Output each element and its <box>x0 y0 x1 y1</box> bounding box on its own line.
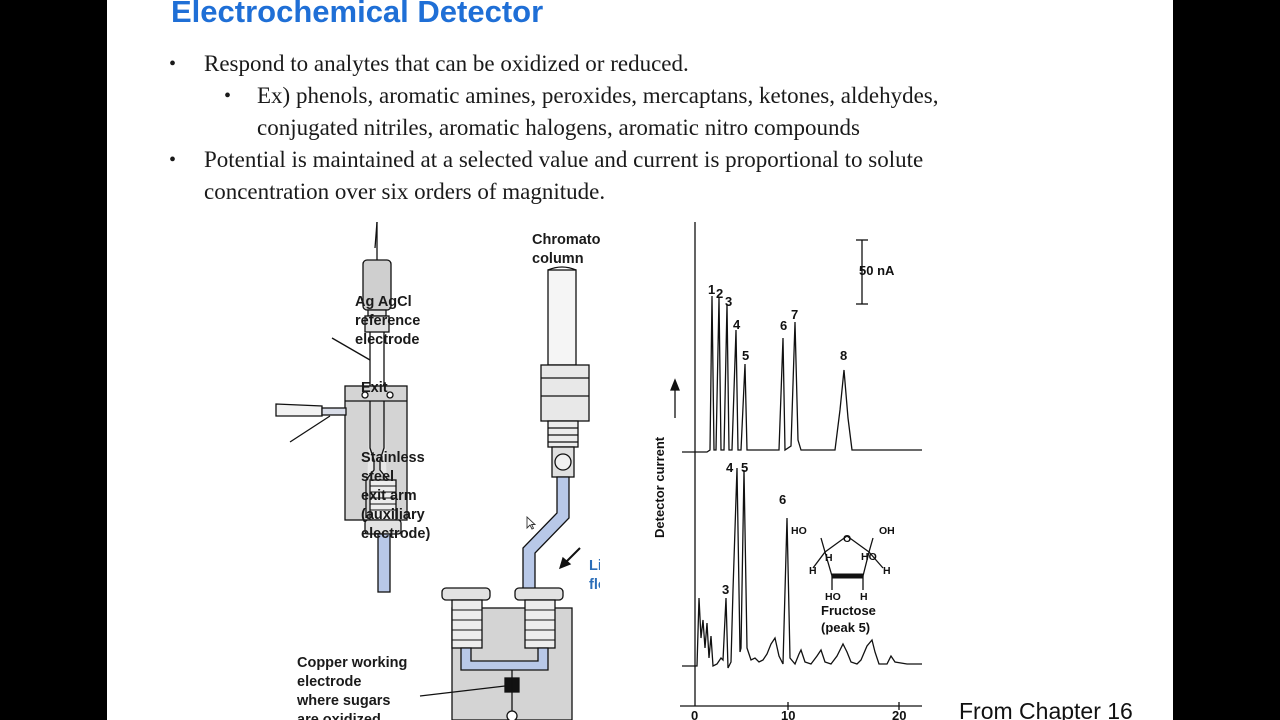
column-label: Chromatography <box>532 232 600 248</box>
bullet-dot: • <box>169 149 177 171</box>
fructose-note: (peak 5) <box>821 620 870 635</box>
reference-label: reference <box>355 313 420 329</box>
peak-label: 4 <box>733 317 741 332</box>
fructose-atom: HO <box>861 551 877 563</box>
bullet-list: • Respond to analytes that can be oxidiz… <box>167 48 1127 208</box>
copper-electrode-label: where sugars <box>296 693 391 709</box>
slide-title: Electrochemical Detector <box>171 0 544 29</box>
peak-label: 6 <box>779 492 786 507</box>
scale-label: 50 nA <box>859 263 895 278</box>
x-tick-label: 20 <box>892 708 906 720</box>
exit-arm-label: electrode) <box>361 526 430 542</box>
peak-label: 3 <box>725 294 732 309</box>
peak-label: 4 <box>726 460 734 475</box>
fructose-atom: H <box>809 565 817 577</box>
bullet-item: • Potential is maintained at a selected … <box>167 144 1127 208</box>
bullet-text: Respond to analytes that can be oxidized… <box>204 51 689 76</box>
fructose-atom: HO <box>825 591 841 603</box>
exit-arm-label: Stainless <box>361 450 425 466</box>
peak-label: 5 <box>741 460 748 475</box>
x-tick-label: 0 <box>691 708 698 720</box>
exit-label: Exit <box>361 380 388 396</box>
fructose-name: Fructose <box>821 603 876 618</box>
reference-label: Ag AgCl <box>355 294 412 310</box>
exit-arm-label: exit arm <box>361 488 417 504</box>
y-axis-label: Detector current <box>652 436 667 538</box>
peak-label: 6 <box>780 318 787 333</box>
bullet-item: • Respond to analytes that can be oxidiz… <box>167 48 1127 80</box>
exit-arm-label: steel <box>361 469 394 485</box>
peak-label: 5 <box>742 348 749 363</box>
copper-electrode-label: electrode <box>297 674 361 690</box>
detector-apparatus-diagram: Chromatography column Ag AgCl reference … <box>275 221 600 720</box>
slide: Electrochemical Detector • Respond to an… <box>107 0 1173 720</box>
chromatogram: 50 nA Detector current 1 2 3 4 5 6 7 8 3… <box>652 222 922 720</box>
exit-arm-label: (auxiliary <box>361 507 425 523</box>
peak-label: 1 <box>708 282 715 297</box>
copper-electrode-label: are oxidized <box>297 712 381 720</box>
peak-label: 8 <box>840 348 847 363</box>
x-tick-label: 10 <box>781 708 795 720</box>
bullet-text-cont: concentration over six orders of magnitu… <box>204 179 606 204</box>
reference-label: electrode <box>355 332 419 348</box>
bullet-text-cont: conjugated nitriles, aromatic halogens, … <box>257 115 860 140</box>
fructose-atom: H <box>883 565 891 577</box>
mouse-cursor-icon <box>526 516 536 530</box>
bullet-text: Ex) phenols, aromatic amines, peroxides,… <box>257 83 939 108</box>
peak-label: 7 <box>791 307 798 322</box>
bullet-text: Potential is maintained at a selected va… <box>204 147 924 172</box>
bullet-dot: • <box>224 85 232 107</box>
peak-label: 3 <box>722 582 729 597</box>
peak-label: 2 <box>716 286 723 301</box>
sub-bullet-item: • Ex) phenols, aromatic amines, peroxide… <box>167 80 1127 144</box>
source-credit: From Chapter 16 <box>959 698 1133 720</box>
copper-electrode-label: Copper working <box>297 655 407 671</box>
fructose-atom: H <box>825 552 833 564</box>
column-label: column <box>532 251 584 267</box>
liquid-flow-label: Liquid <box>589 558 600 574</box>
fructose-atom: H <box>860 591 868 603</box>
liquid-flow-label: flow <box>589 577 600 593</box>
fructose-atom: O <box>843 533 851 545</box>
fructose-atom: HO <box>791 525 807 537</box>
bullet-dot: • <box>169 53 177 75</box>
fructose-atom: OH <box>879 525 895 537</box>
